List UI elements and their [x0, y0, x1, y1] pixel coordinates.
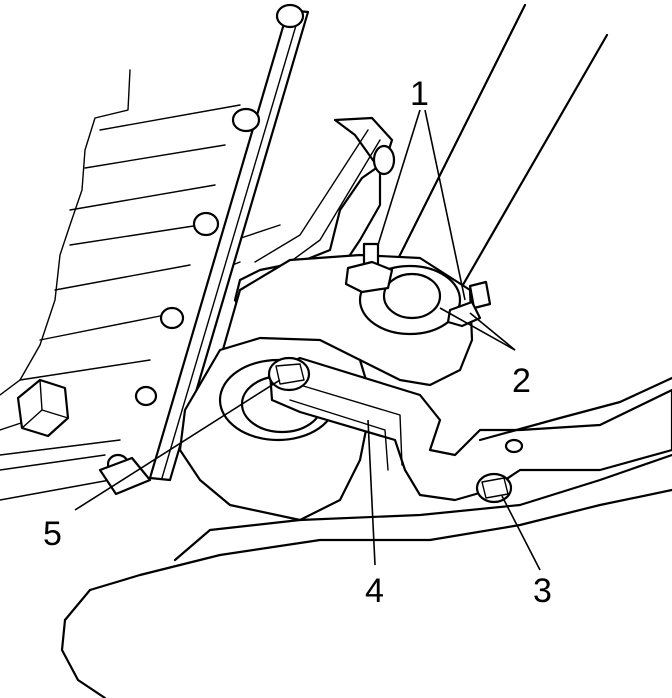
callout-5: 5 [43, 515, 62, 553]
floor-panel [60, 376, 672, 698]
mount-stud-right [446, 280, 492, 328]
callout-4: 4 [365, 572, 384, 610]
mount-stud-left [344, 242, 394, 294]
mount-housing [218, 253, 474, 387]
brace-bar [98, 3, 310, 496]
bolt-3-head [475, 472, 513, 504]
callout-2: 2 [512, 362, 531, 400]
hex-bolt-left [16, 378, 70, 438]
control-arm [268, 356, 672, 502]
leader-lines [74, 109, 541, 571]
strut-tube [393, 3, 609, 292]
callout-1: 1 [410, 75, 429, 113]
callout-3: 3 [533, 572, 552, 610]
bolt-5-head [267, 356, 311, 392]
